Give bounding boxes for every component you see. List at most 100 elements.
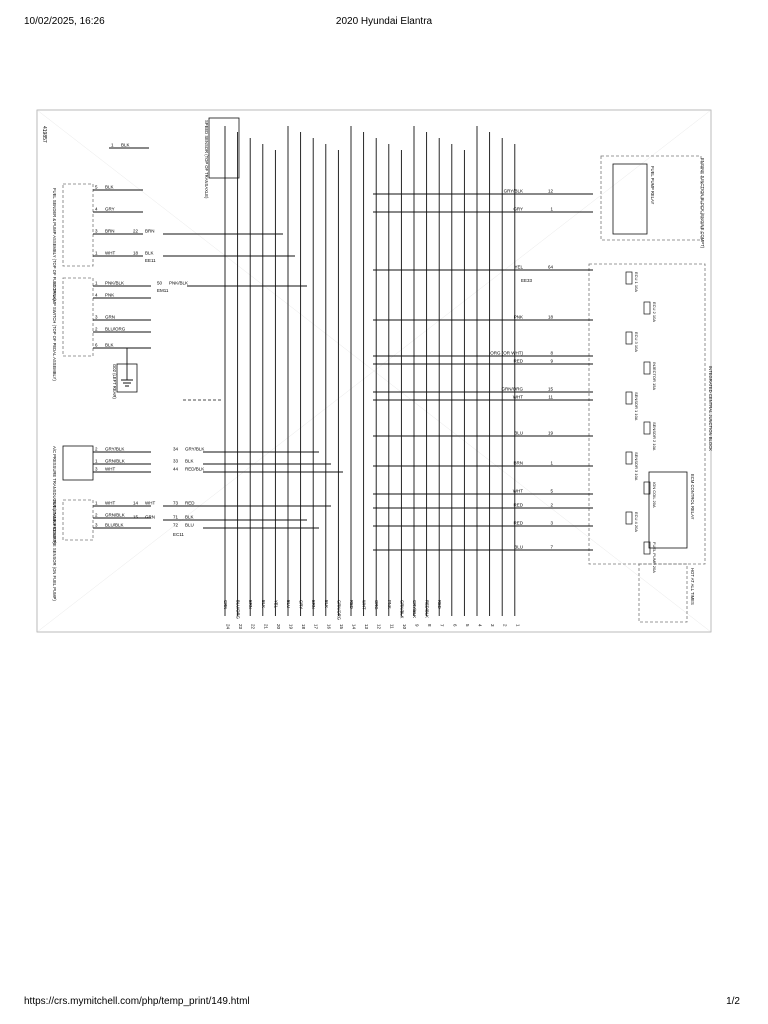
bottom-pin: 24 bbox=[226, 624, 231, 630]
bottom-pin: 22 bbox=[251, 624, 256, 630]
component-label-speed-sensor: SPEED SENSOR (TOP OF TRANSAXLE) bbox=[204, 120, 209, 199]
splice-color: RED bbox=[185, 501, 195, 506]
left-wire-pin: 6 bbox=[95, 343, 98, 348]
component-ij-block bbox=[588, 263, 706, 565]
bottom-wire-color: GRN bbox=[223, 600, 228, 609]
right-wire-pin: 11 bbox=[548, 395, 553, 400]
bottom-wire-color: GRY/BLK bbox=[412, 600, 417, 618]
bottom-wire-color: BLK bbox=[261, 600, 266, 608]
right-wire-color: YEL bbox=[514, 265, 523, 270]
right-wire-pin: 9 bbox=[550, 359, 553, 364]
bottom-wire-color: BRN bbox=[248, 600, 253, 609]
fuse-label: SENSOR 3 10A bbox=[634, 452, 639, 481]
fuse-label: ECU 1 10A bbox=[634, 272, 639, 292]
connector-label: EE11 bbox=[145, 258, 156, 263]
splice-pin: 34 bbox=[173, 447, 179, 452]
right-wire-pin: 19 bbox=[548, 431, 554, 436]
print-footer: https://crs.mymitchell.com/php/temp_prin… bbox=[0, 996, 768, 1010]
bottom-pin: 16 bbox=[326, 624, 331, 630]
right-wire-pin: 2 bbox=[550, 503, 553, 508]
left-wire-color: BRN bbox=[105, 229, 115, 234]
fuse-symbol bbox=[625, 331, 633, 345]
component-ac-pressure bbox=[62, 445, 94, 481]
left-wire-pin: 4 bbox=[95, 207, 98, 212]
splice-color: GRY/BLK bbox=[185, 447, 204, 452]
left-wire-color: GRY/BLK bbox=[105, 447, 124, 452]
bottom-wire-color: BRN bbox=[311, 600, 316, 609]
connector-label: EE33 bbox=[521, 278, 533, 283]
left-wire-pin: 3 bbox=[95, 229, 98, 234]
component-label-ej-block: ENGINE JUNCTION BLOCK (ENGINE COMPT) bbox=[700, 158, 705, 249]
bottom-pin: 15 bbox=[339, 624, 344, 630]
bottom-pin: 4 bbox=[478, 624, 483, 627]
fuse-symbol bbox=[643, 361, 651, 375]
splice-pin: 22 bbox=[133, 229, 139, 234]
component-label-hot-at-all-times: HOT AT ALL TIMES bbox=[690, 568, 695, 605]
bottom-pin: 9 bbox=[415, 624, 420, 627]
left-wire-pin: 1 bbox=[95, 281, 98, 286]
splice-pin: 71 bbox=[173, 515, 179, 520]
component-ej-block bbox=[600, 155, 702, 241]
component-label-stop-lamp-switch: STOP LAMP SWITCH (TOP OF PEDAL ASSEMBLY) bbox=[52, 282, 57, 381]
print-title: 2020 Hyundai Elantra bbox=[335, 16, 433, 27]
bottom-pin: 18 bbox=[301, 624, 306, 630]
right-wire-color: BLU bbox=[514, 545, 523, 550]
fuse-label: SENSOR 2 10A bbox=[652, 422, 657, 451]
fuse-label: ECU 3 10A bbox=[634, 332, 639, 352]
diagram-frame bbox=[36, 109, 712, 633]
component-label-ij-block: INTEGRATED CENTRAL JUNCTION BLOCK bbox=[708, 366, 713, 451]
component-hot-at-all-times bbox=[638, 563, 688, 623]
fuse-symbol bbox=[625, 451, 633, 465]
connector-label: EC11 bbox=[173, 532, 184, 537]
bottom-pin: 23 bbox=[238, 624, 243, 630]
right-wire-pin: 7 bbox=[550, 545, 553, 550]
left-wire-color: WHT bbox=[105, 501, 115, 506]
right-wire-color: WHT bbox=[513, 395, 523, 400]
fuse-label: ECU 4 20A bbox=[634, 512, 639, 532]
bottom-wire-color: BLU bbox=[286, 600, 291, 608]
right-wire-pin: 5 bbox=[550, 489, 553, 494]
left-wire-pin: 1 bbox=[95, 459, 98, 464]
left-wire-color: GRN bbox=[105, 315, 115, 320]
left-wire-pin: 3 bbox=[95, 523, 98, 528]
bottom-pin: 1 bbox=[515, 624, 520, 627]
bottom-pin: 12 bbox=[377, 624, 382, 630]
fuse-label: IGN COIL 20A bbox=[652, 482, 657, 508]
splice-pin: 44 bbox=[173, 467, 179, 472]
left-wire-pin: 2 bbox=[95, 513, 98, 518]
bottom-pin: 10 bbox=[402, 624, 407, 630]
component-ecm-relay bbox=[648, 471, 688, 549]
fuse-symbol bbox=[643, 481, 651, 495]
print-page: 1/2 bbox=[726, 996, 740, 1007]
left-wire-color: BLU/BLK bbox=[105, 523, 124, 528]
left-wire-pin: 3 bbox=[95, 315, 98, 320]
bottom-wire-color: ORG bbox=[374, 600, 379, 610]
component-stop-lamp-switch bbox=[62, 277, 94, 357]
right-wire-color: BLU bbox=[514, 431, 523, 436]
connector-label: EM11 bbox=[157, 288, 169, 293]
bottom-wire-color: PNK bbox=[387, 600, 392, 609]
splice-color: BRN bbox=[145, 229, 155, 234]
bottom-pin: 5 bbox=[465, 624, 470, 627]
bottom-wire-color: GRN/BLK bbox=[399, 600, 404, 619]
right-wire-color: GRN/ORG bbox=[501, 387, 523, 392]
left-wire-pin: 2 bbox=[95, 447, 98, 452]
component-fuel-tank-pressure bbox=[62, 499, 94, 541]
bottom-pin: 20 bbox=[276, 624, 281, 630]
fuse-symbol bbox=[625, 271, 633, 285]
fuse-symbol bbox=[625, 511, 633, 525]
left-wire-pin: 3 bbox=[95, 467, 98, 472]
left-wire-color: PNK bbox=[105, 293, 114, 298]
splice-color: BLK bbox=[185, 459, 194, 464]
bottom-wire-color: RED bbox=[349, 600, 354, 609]
bottom-pin: 21 bbox=[263, 624, 268, 630]
left-wire-pin: 2 bbox=[95, 327, 98, 332]
right-wire-pin: 8 bbox=[550, 351, 553, 356]
left-wire-pin: 1 bbox=[111, 143, 114, 148]
frame-diagonal bbox=[36, 109, 712, 633]
splice-color: RED/BLK bbox=[185, 467, 204, 472]
print-url[interactable]: https://crs.mymitchell.com/php/temp_prin… bbox=[24, 996, 250, 1007]
bottom-pin: 14 bbox=[352, 624, 357, 630]
